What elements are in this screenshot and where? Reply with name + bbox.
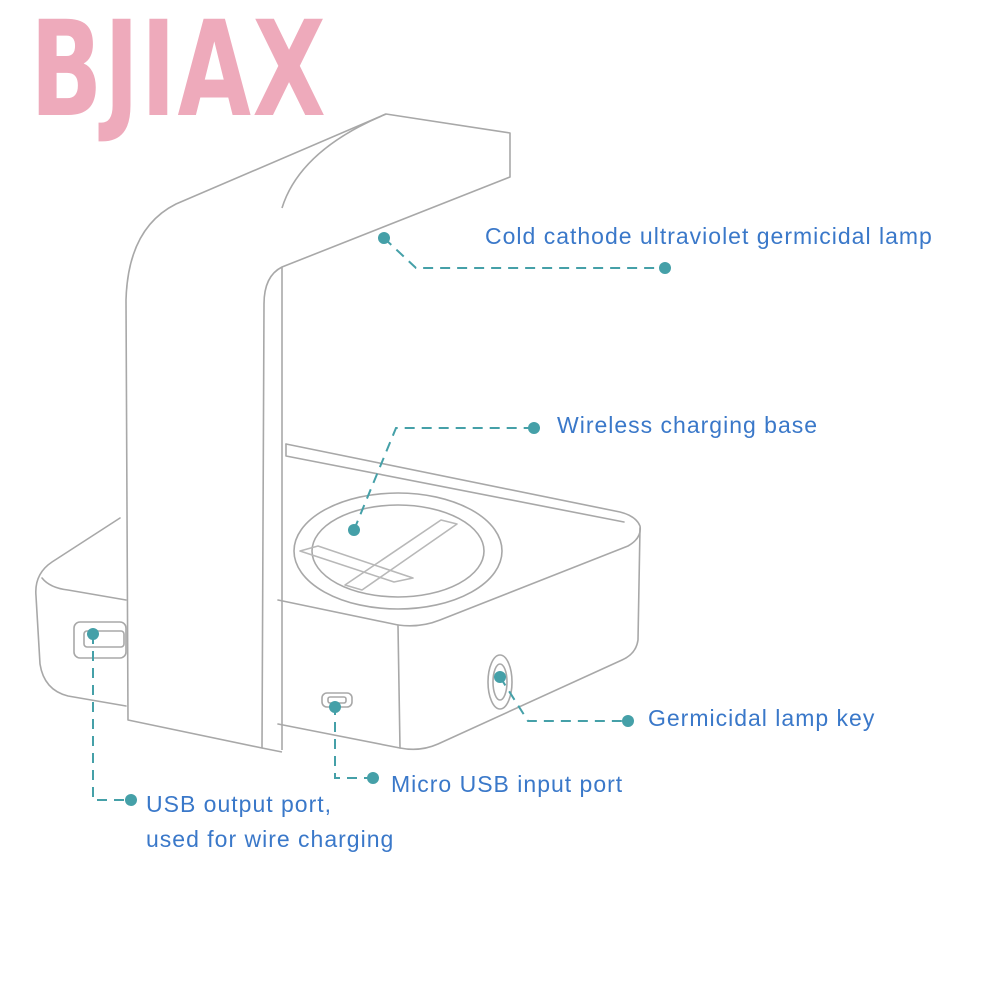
callout-dot [329,701,341,713]
callout-usb-output-line1: USB output port, [146,791,333,817]
lamp-key-button [487,654,513,710]
callout-dot [348,524,360,536]
callout-micro-usb-input-port: Micro USB input port [391,771,624,797]
callout-dot [87,628,99,640]
callout-usb-output-port: USB output port, used for wire charging [146,787,394,857]
callout-germicidal-lamp-key: Germicidal lamp key [648,705,876,731]
callout-germicidal-lamp: Cold cathode ultraviolet germicidal lamp [485,223,933,249]
leader-line-key [499,676,628,722]
callout-dot [622,715,634,727]
leader-line-usb-output [92,634,130,801]
callout-dot [367,772,379,784]
callout-dot [125,794,137,806]
leader-line-base [353,427,534,531]
callout-dot [378,232,390,244]
callout-wireless-charging-base: Wireless charging base [557,412,819,438]
callout-dot [528,422,540,434]
charging-base-body [35,443,642,751]
wireless-charging-pad [293,492,503,610]
callout-usb-output-line2: used for wire charging [146,826,395,852]
leader-line-lamp [383,237,664,269]
callout-dot [494,671,506,683]
callout-dot [659,262,671,274]
leader-line-micro-usb [334,705,371,779]
brand-logo: BJIAX [30,0,328,147]
usb-output-slot [73,621,127,659]
lamp-arch [125,113,511,753]
